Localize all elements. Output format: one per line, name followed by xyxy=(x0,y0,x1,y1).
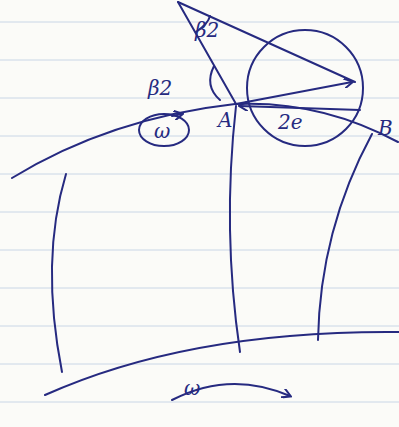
outer-rim xyxy=(12,104,398,178)
vane xyxy=(52,174,66,372)
triangle-side xyxy=(178,2,236,104)
speed-label: ω xyxy=(152,121,172,141)
angle-label: β2 xyxy=(146,78,174,98)
rotation-loop xyxy=(139,114,189,146)
angle-label: β2 xyxy=(193,20,221,40)
velocity-circle xyxy=(247,30,363,146)
vane xyxy=(318,134,372,340)
vector-label: 2e xyxy=(276,112,305,132)
angle-arc xyxy=(210,66,220,100)
ruled-lines xyxy=(0,22,399,402)
vane xyxy=(230,106,240,352)
triangle-side xyxy=(178,2,355,82)
point-label: B xyxy=(376,118,395,138)
rotation-arrow xyxy=(172,114,182,116)
point-label: A xyxy=(216,110,234,130)
velocity-arrow xyxy=(236,82,352,104)
speed-label: ω xyxy=(182,378,202,398)
velocity-arrow xyxy=(240,106,360,110)
